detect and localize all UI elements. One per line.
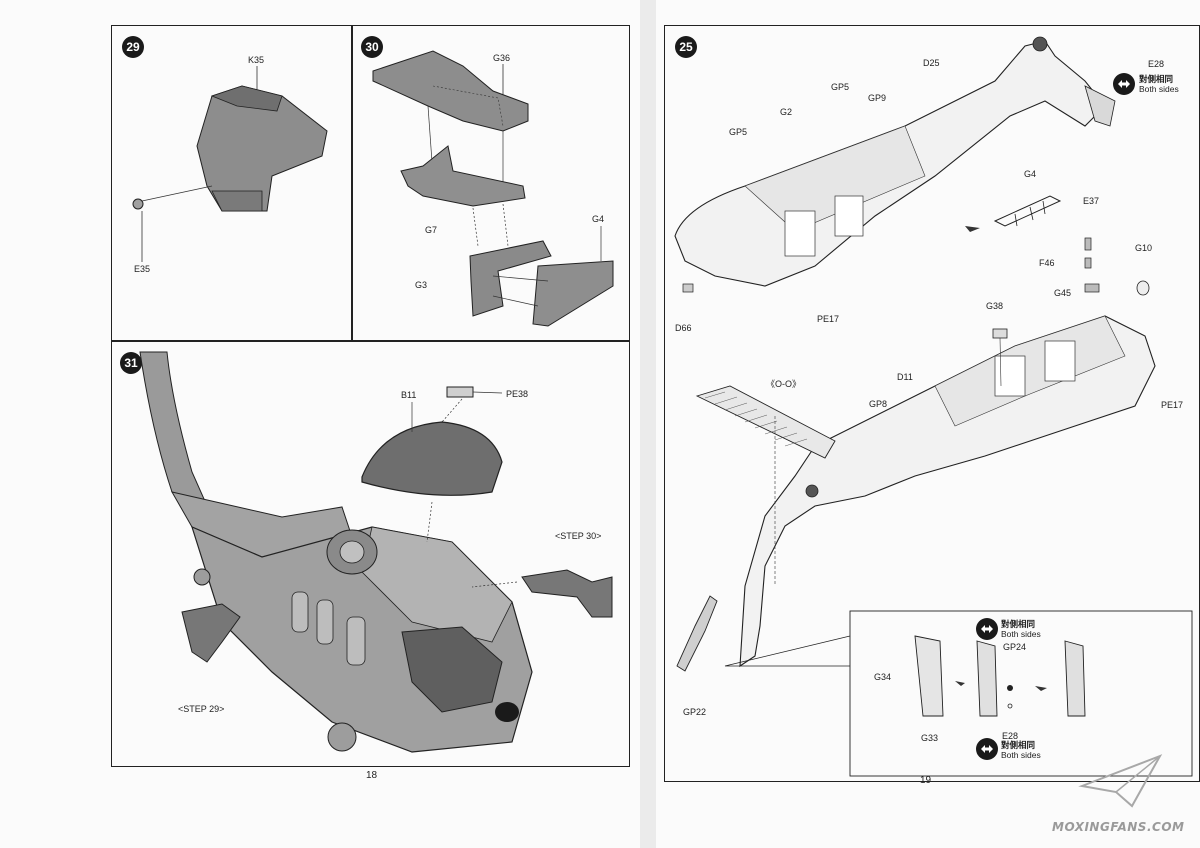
part-label-gp9: GP9 <box>868 93 887 103</box>
part-label-b11: B11 <box>401 390 417 400</box>
both-sides-en-inset-bottom: Both sides <box>1001 750 1041 760</box>
both-sides-note-inset-top: 對側相同 Both sides <box>1001 619 1041 639</box>
part-label-e35: E35 <box>134 264 151 274</box>
both-sides-note-inset-bottom: 對側相同 Both sides <box>1001 740 1041 760</box>
both-sides-en-inset-top: Both sides <box>1001 629 1041 639</box>
both-sides-cjk: 對側相同 <box>1139 74 1174 84</box>
part-label-pe17-a: PE17 <box>817 314 840 324</box>
part-label-g10: G10 <box>1135 243 1153 253</box>
part-label-g34: G34 <box>874 672 892 682</box>
part-label-g2: G2 <box>780 107 793 117</box>
part-label-e37: E37 <box>1083 196 1100 206</box>
both-sides-arrow-icon <box>1113 73 1135 95</box>
part-label-e28-inset: E28 <box>1002 731 1019 741</box>
left-page: 29 K35 E35 30 G36 <box>0 0 640 848</box>
both-sides-note-top: 對側相同 Both sides <box>1139 74 1179 94</box>
part-label-g4: G4 <box>592 214 605 224</box>
part-label-o-o: 《O-O》 <box>766 379 801 389</box>
page-number-left: 18 <box>366 770 378 781</box>
both-sides-cjk-inset-bottom: 對側相同 <box>1001 740 1036 750</box>
part-label-g38: G38 <box>986 301 1004 311</box>
both-sides-en: Both sides <box>1139 84 1179 94</box>
part-label-g3: G3 <box>415 280 428 290</box>
part-label-pe17-b: PE17 <box>1161 400 1184 410</box>
step-30-badge: 30 <box>361 36 383 58</box>
ref-step-30: <STEP 30> <box>555 531 602 541</box>
both-sides-cjk-inset-top: 對側相同 <box>1001 619 1036 629</box>
paper-plane-icon <box>1078 754 1163 808</box>
page-number-right: 19 <box>920 775 932 786</box>
part-label-g4: G4 <box>1024 169 1037 179</box>
part-label-pe38: PE38 <box>506 389 529 399</box>
step-31-badge: 31 <box>120 352 142 374</box>
step-25-badge: 25 <box>675 36 697 58</box>
watermark-logo: MOXINGFANS.COM <box>1046 754 1186 836</box>
part-label-k35: K35 <box>248 55 265 65</box>
part-label-gp5-a: GP5 <box>831 82 850 92</box>
part-label-g36: G36 <box>493 53 511 63</box>
step-29-badge: 29 <box>122 36 144 58</box>
ref-step-29: <STEP 29> <box>178 704 225 714</box>
part-drawing-k35 <box>132 66 328 262</box>
part-label-gp8: GP8 <box>869 399 888 409</box>
step-29-panel: 29 K35 E35 <box>111 25 352 341</box>
watermark-text: MOXINGFANS.COM <box>1052 820 1185 834</box>
both-sides-arrow-icon-inset-top <box>976 618 998 640</box>
part-label-d11: D11 <box>897 372 913 382</box>
part-label-d25: D25 <box>923 58 940 68</box>
part-drawing-step30 <box>372 50 614 327</box>
helicopter-assembly-drawing <box>139 351 613 753</box>
step-25-panel: 25 E28 對側相同 Both sides <box>664 25 1200 782</box>
part-label-g33: G33 <box>921 733 939 743</box>
part-label-d66: D66 <box>675 323 692 333</box>
both-sides-arrow-icon-inset-bottom <box>976 738 998 760</box>
fuselage-assembly-drawing <box>674 36 1193 777</box>
step-30-panel: 30 G36 G7 G3 G4 <box>352 25 630 341</box>
part-label-gp24: GP24 <box>1003 642 1027 652</box>
part-label-f46: F46 <box>1039 258 1055 268</box>
step-31-panel: 31 B11 PE38 <box>111 341 630 767</box>
part-label-gp5-b: GP5 <box>729 127 748 137</box>
right-page: 25 E28 對側相同 Both sides <box>656 0 1200 848</box>
part-label-gp22: GP22 <box>683 707 707 717</box>
part-label-g7: G7 <box>425 225 438 235</box>
part-label-g45: G45 <box>1054 288 1072 298</box>
part-label-e28-top: E28 <box>1148 59 1165 69</box>
